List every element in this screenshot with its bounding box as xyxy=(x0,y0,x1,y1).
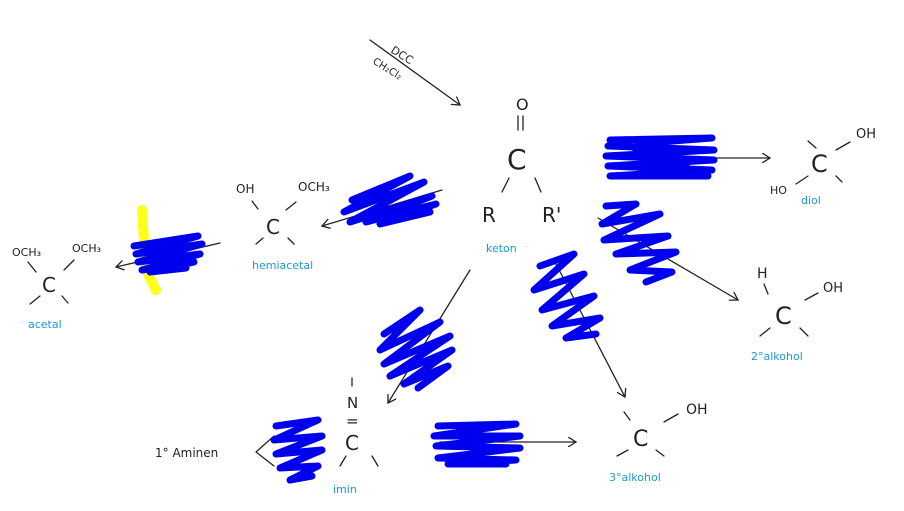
redaction-scribble-acetal xyxy=(130,232,206,276)
diol-ho: HO xyxy=(770,184,787,197)
imine-structure: N = C imin xyxy=(333,377,379,496)
ketone-structure: O C R R' keton xyxy=(482,95,561,255)
redaction-scribble-imine xyxy=(376,306,456,392)
secondary-alcohol-structure: H OH C 2°alkohol xyxy=(751,266,843,363)
redaction-scribble-imine-arrow xyxy=(430,420,524,468)
tert-alcohol-label: 3°alkohol xyxy=(609,471,661,484)
acetal-c: C xyxy=(42,273,56,297)
amine-note-text: 1° Aminen xyxy=(155,446,218,460)
diol-oh: OH xyxy=(856,127,876,142)
hemiacetal-oh: OH xyxy=(236,182,254,196)
imine-double-bond: = xyxy=(346,412,359,430)
acetal-label: acetal xyxy=(28,318,62,331)
tert-alcohol-oh: OH xyxy=(686,402,708,418)
sec-alcohol-label: 2°alkohol xyxy=(751,350,803,363)
arrow-to-imine xyxy=(388,269,471,403)
sec-alcohol-oh: OH xyxy=(823,281,843,296)
hemiacetal-och3: OCH₃ xyxy=(298,180,330,194)
imine-n: N xyxy=(347,394,358,412)
redaction-scribble-amine xyxy=(270,416,326,484)
sec-alcohol-h: H xyxy=(757,266,768,282)
ketone-c: C xyxy=(507,143,527,176)
tert-alcohol-c: C xyxy=(633,427,648,452)
sec-alcohol-c: C xyxy=(775,302,792,330)
ketone-r: R xyxy=(482,203,496,227)
ketone-label: keton xyxy=(486,242,517,255)
tertiary-alcohol-structure: OH C 3°alkohol xyxy=(609,402,708,484)
hemiacetal-label: hemiacetal xyxy=(252,259,313,272)
ketone-r-prime: R' xyxy=(542,203,561,227)
redaction-scribble-tertiary-alcohol xyxy=(530,250,604,342)
hemiacetal-c: C xyxy=(266,215,280,239)
imine-label: imin xyxy=(333,483,357,496)
reagent-arrow: DCC CH₂Cl₂ xyxy=(369,39,460,105)
amine-note: 1° Aminen xyxy=(155,435,275,467)
diol-structure: OH C HO diol xyxy=(770,127,876,207)
diol-label: diol xyxy=(801,194,821,207)
acetal-och3-left: OCH₃ xyxy=(12,246,41,259)
redaction-scribble-secondary-alcohol xyxy=(598,200,680,286)
hemiacetal-structure: OH OCH₃ C hemiacetal xyxy=(236,180,330,272)
imine-c: C xyxy=(345,431,359,455)
redaction-scribble-diol xyxy=(602,134,718,180)
redaction-scribble-hemiacetal xyxy=(340,172,440,228)
ketone-o: O xyxy=(516,95,529,114)
acetal-och3-right: OCH₃ xyxy=(72,242,101,255)
acetal-structure: OCH₃ OCH₃ C acetal xyxy=(12,242,101,331)
diol-c: C xyxy=(811,150,828,178)
amine-bracket xyxy=(255,435,275,467)
